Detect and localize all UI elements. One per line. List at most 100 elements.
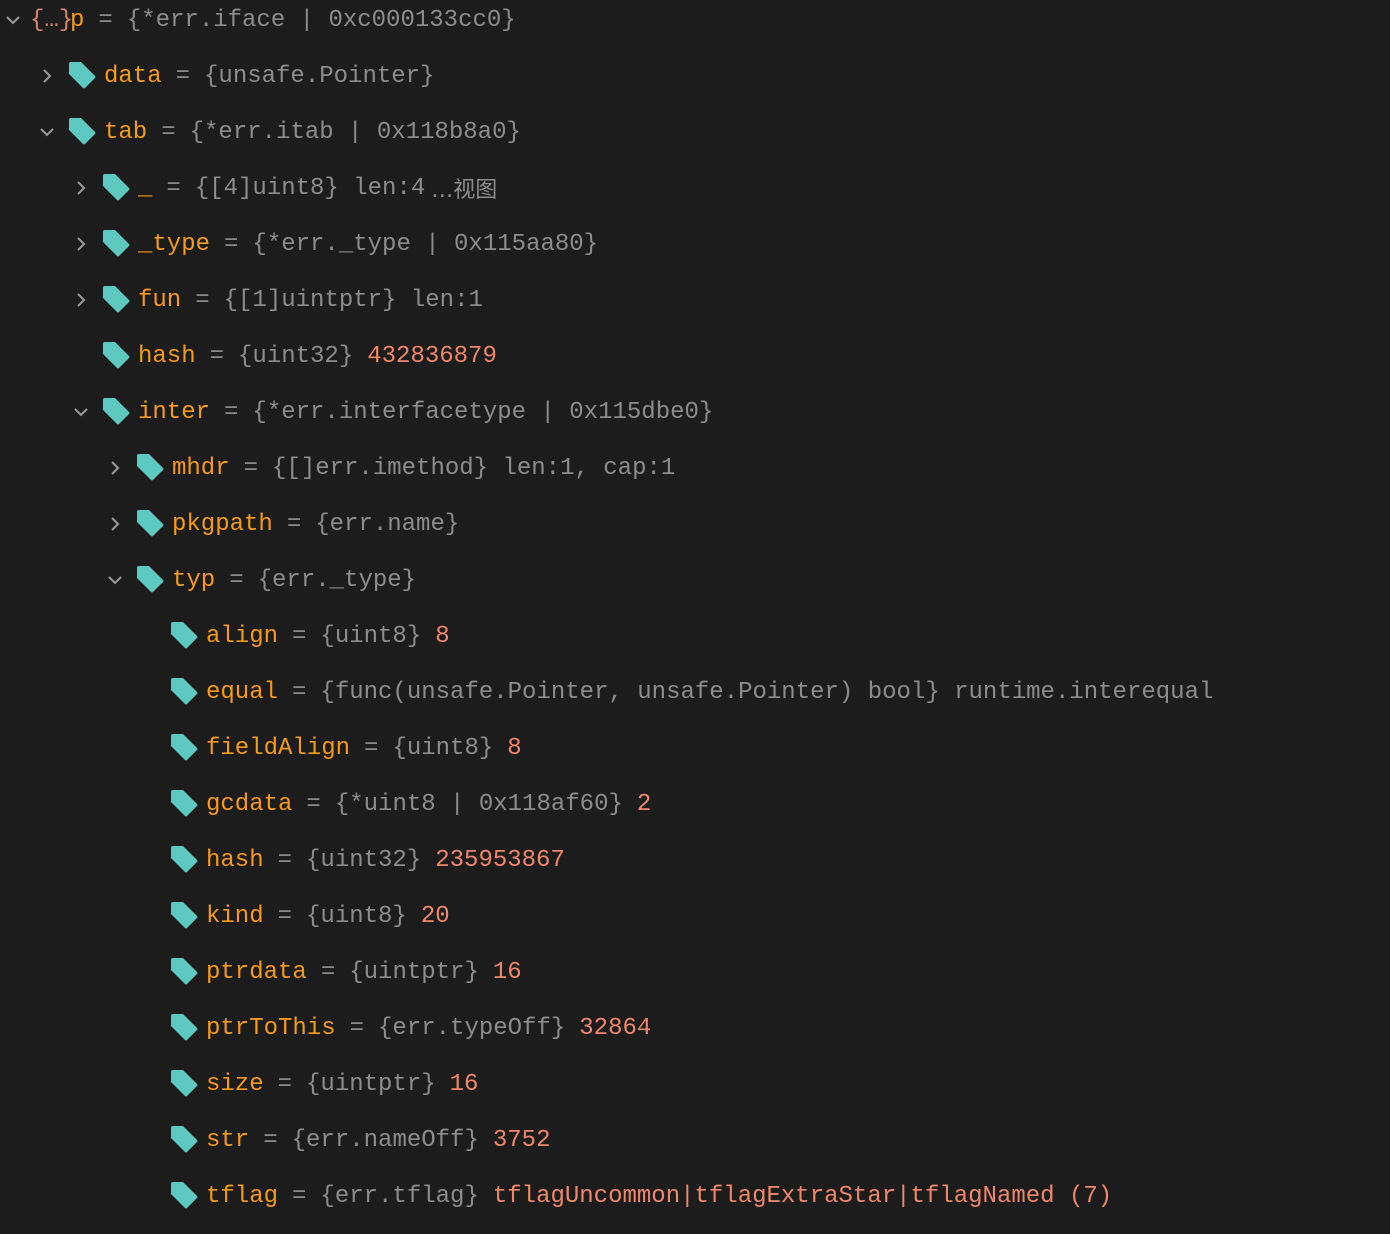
- field-tag-icon: [135, 565, 165, 595]
- chevron-right-icon[interactable]: [38, 67, 56, 85]
- tree-row-type[interactable]: _type = {*err._type | 0x115aa80}: [0, 216, 1390, 272]
- variable-type: {*err.iface | 0xc000133cc0}: [126, 6, 516, 34]
- field-tag-icon: [101, 341, 131, 371]
- equals-sign: =: [98, 6, 113, 34]
- variable-value: 235953867: [435, 846, 565, 874]
- variable-value: 8: [507, 734, 522, 762]
- field-tag-icon: [169, 677, 199, 707]
- tree-row-[interactable]: _ = {[4]uint8} len:4…视图: [0, 160, 1390, 216]
- tree-row-fun[interactable]: fun = {[1]uintptr} len:1: [0, 272, 1390, 328]
- equals-sign: =: [243, 454, 259, 482]
- variable-type: {*err.itab | 0x118b8a0}: [189, 118, 521, 146]
- variable-name: fun: [138, 286, 182, 314]
- field-tag-icon: [169, 789, 199, 819]
- tree-row-tflag[interactable]: tflag = {err.tflag}tflagUncommon|tflagEx…: [0, 1168, 1390, 1224]
- variable-name: hash: [206, 846, 264, 874]
- equals-sign: =: [175, 62, 191, 90]
- view-link[interactable]: …视图: [431, 178, 498, 203]
- variable-value: 32864: [579, 1014, 652, 1042]
- variable-value: 3752: [492, 1126, 551, 1154]
- variable-type: {uint8}: [306, 902, 407, 930]
- variable-name: pkgpath: [172, 510, 273, 538]
- variable-name: ptrdata: [206, 958, 307, 986]
- equals-sign: =: [209, 342, 225, 370]
- variable-type: {err.typeOff}: [378, 1014, 566, 1042]
- variable-name: size: [206, 1070, 264, 1098]
- equals-sign: =: [263, 1126, 278, 1154]
- equals-sign: =: [224, 230, 239, 258]
- tree-row-equal[interactable]: equal = {func(unsafe.Pointer, unsafe.Poi…: [0, 664, 1390, 720]
- variable-type: {err.nameOff}: [291, 1126, 479, 1154]
- variable-type: {uint8}: [320, 622, 422, 650]
- chevron-down-icon[interactable]: [106, 571, 124, 589]
- tree-row-data[interactable]: data = {unsafe.Pointer}: [0, 48, 1390, 104]
- variable-type: {*err._type | 0x115aa80}: [252, 230, 599, 258]
- tree-row-kind[interactable]: kind = {uint8}20: [0, 888, 1390, 944]
- object-icon: {…}: [30, 6, 74, 34]
- tree-row-inter[interactable]: inter = {*err.interfacetype | 0x115dbe0}: [0, 384, 1390, 440]
- field-tag-icon: [169, 621, 199, 651]
- variable-name: equal: [206, 678, 279, 706]
- equals-sign: =: [229, 566, 244, 594]
- chevron-right-icon[interactable]: [72, 179, 90, 197]
- variable-type: {uint8}: [392, 734, 494, 762]
- tree-row-ptrToThis[interactable]: ptrToThis = {err.typeOff} 32864: [0, 1000, 1390, 1056]
- variable-name: tflag: [206, 1182, 279, 1210]
- chevron-right-icon[interactable]: [72, 291, 90, 309]
- variable-type: {err.tflag}: [320, 1182, 479, 1210]
- equals-sign: =: [306, 790, 321, 818]
- tree-row-str[interactable]: str = {err.nameOff} 3752: [0, 1112, 1390, 1168]
- variable-name: _: [138, 174, 153, 202]
- field-tag-icon: [169, 1013, 199, 1043]
- variable-name: data: [104, 62, 162, 90]
- field-tag-icon: [169, 733, 199, 763]
- variable-name: mhdr: [172, 454, 230, 482]
- field-tag-icon: [101, 173, 131, 203]
- tree-row-tab[interactable]: tab = {*err.itab | 0x118b8a0}: [0, 104, 1390, 160]
- chevron-down-icon[interactable]: [38, 123, 56, 141]
- tree-row-align[interactable]: align = {uint8}8: [0, 608, 1390, 664]
- chevron-right-icon[interactable]: [106, 459, 124, 477]
- chevron-down-icon[interactable]: [72, 403, 90, 421]
- tree-row-typ[interactable]: typ = {err._type}: [0, 552, 1390, 608]
- equals-sign: =: [292, 622, 307, 650]
- chevron-right-icon[interactable]: [72, 235, 90, 253]
- field-tag-icon: [101, 229, 131, 259]
- variable-type: {uint32}: [238, 342, 354, 370]
- variable-value: 2: [636, 790, 652, 818]
- variable-type: {uintptr}: [306, 1070, 436, 1098]
- tree-row-size[interactable]: size = {uintptr}16: [0, 1056, 1390, 1112]
- field-tag-icon: [169, 845, 199, 875]
- variable-name: str: [206, 1126, 250, 1154]
- chevron-down-icon[interactable]: [4, 11, 22, 29]
- field-tag-icon: [101, 285, 131, 315]
- tree-row-ptrdata[interactable]: ptrdata = {uintptr}16: [0, 944, 1390, 1000]
- equals-sign: =: [195, 286, 210, 314]
- tree-row-root[interactable]: {…} p = {*err.iface | 0xc000133cc0}: [0, 0, 1390, 48]
- variable-type: {err.name}: [315, 510, 460, 538]
- variable-value: 16: [492, 958, 522, 986]
- equals-sign: =: [224, 398, 239, 426]
- field-tag-icon: [169, 957, 199, 987]
- variable-name: ptrToThis: [206, 1014, 336, 1042]
- equals-sign: =: [349, 1014, 365, 1042]
- variable-type: {[4]uint8} len:4: [194, 174, 426, 202]
- variable-name: inter: [138, 398, 211, 426]
- variable-name: fieldAlign: [206, 734, 351, 762]
- tree-row-hash[interactable]: hash = {uint32}235953867: [0, 832, 1390, 888]
- variable-type: {[]err.imethod} len:1, cap:1: [272, 454, 676, 482]
- variable-type: {*uint8 | 0x118af60}: [334, 790, 623, 818]
- tree-row-pkgpath[interactable]: pkgpath = {err.name}: [0, 496, 1390, 552]
- chevron-right-icon[interactable]: [106, 515, 124, 533]
- variable-name: gcdata: [206, 790, 293, 818]
- tree-row-mhdr[interactable]: mhdr = {[]err.imethod} len:1, cap:1: [0, 440, 1390, 496]
- variable-type: {func(unsafe.Pointer, unsafe.Pointer) bo…: [320, 678, 1214, 706]
- tree-row-gcdata[interactable]: gcdata = {*uint8 | 0x118af60} 2: [0, 776, 1390, 832]
- field-tag-icon: [169, 1069, 199, 1099]
- equals-sign: =: [277, 1070, 293, 1098]
- variable-name: kind: [206, 902, 264, 930]
- tree-row-fieldAlign[interactable]: fieldAlign = {uint8}8: [0, 720, 1390, 776]
- variable-value: 20: [420, 902, 450, 930]
- tree-row-hash[interactable]: hash = {uint32}432836879: [0, 328, 1390, 384]
- equals-sign: =: [161, 118, 176, 146]
